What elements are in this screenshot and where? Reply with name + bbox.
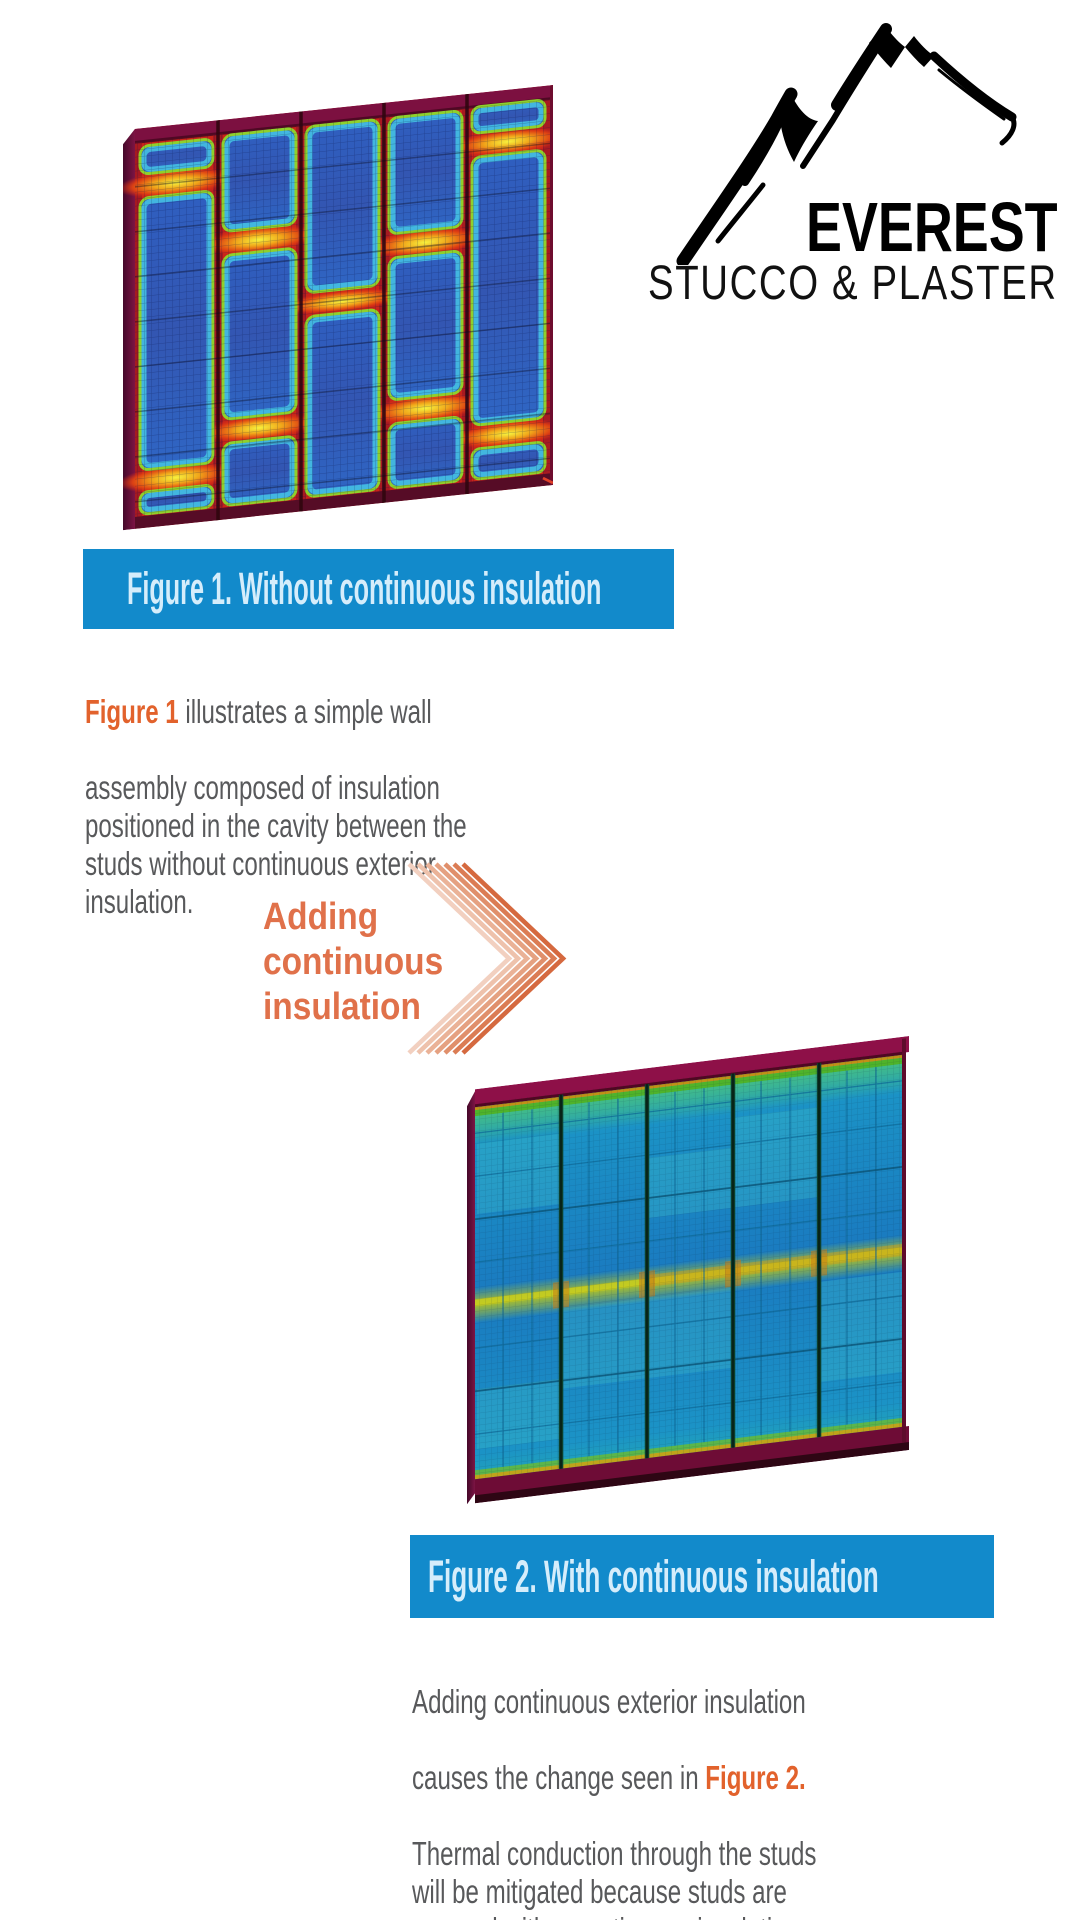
figure2-thermal-svg — [467, 1036, 909, 1505]
figure1-caption: Figure 1. Without continuous insulation — [127, 563, 602, 614]
figure2-ref: Figure 2. — [705, 1759, 806, 1796]
figure2-thermal-image — [467, 1036, 909, 1505]
figure2-caption: Figure 2. With continuous insulation — [428, 1550, 879, 1602]
figure1-thermal-svg — [118, 84, 566, 531]
chevron-arrow-icon — [405, 862, 585, 1058]
figure1-caption-banner: Figure 1. Without continuous insulation — [83, 549, 674, 629]
figure1-thermal-image — [118, 84, 566, 531]
figure1-paragraph-line1: illustrates a simple wall — [178, 693, 432, 730]
figure2-paragraph-line1: Adding continuous exterior insulation — [412, 1683, 806, 1720]
everest-logo-mountain-icon — [650, 15, 1040, 268]
figure2-paragraph-line2: causes the change seen in — [412, 1759, 706, 1796]
logo-subtitle: STUCCO & PLASTER — [648, 257, 1058, 310]
figure2-paragraph-rest: Thermal conduction through the studs wil… — [412, 1835, 817, 1920]
transition-text: Adding continuous insulation — [263, 896, 444, 1028]
figure2-paragraph: Adding continuous exterior insulation ca… — [412, 1645, 908, 1920]
figure1-paragraph-rest: assembly composed of insulation position… — [85, 769, 467, 920]
logo-title: EVEREST — [806, 188, 1058, 266]
figure1-ref: Figure 1 — [85, 693, 179, 730]
figure1-paragraph: Figure 1 illustrates a simple wall assem… — [85, 655, 552, 959]
figure2-caption-banner: Figure 2. With continuous insulation — [410, 1535, 994, 1618]
